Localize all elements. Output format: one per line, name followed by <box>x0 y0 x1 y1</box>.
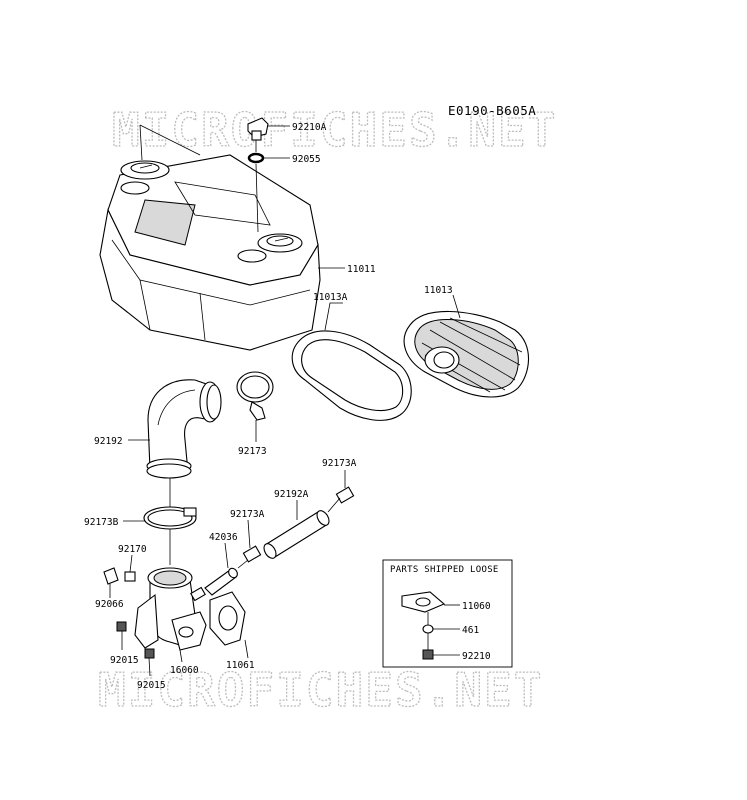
label-92173A-top: 92173A <box>322 458 357 469</box>
air-cleaner-housing <box>99 154 321 351</box>
label-42036: 42036 <box>209 532 238 543</box>
parts-box-title: PARTS SHIPPED LOOSE <box>390 565 499 575</box>
wing-nut-92210A <box>247 117 269 141</box>
washer-461 <box>422 624 434 634</box>
nut-92170 <box>124 571 136 582</box>
label-461: 461 <box>462 625 479 636</box>
clamp-92173B <box>143 506 197 530</box>
label-92055: 92055 <box>292 154 321 165</box>
clip-92173A-mid <box>242 545 262 563</box>
label-92173B: 92173B <box>84 517 119 528</box>
elbow-hose-92192 <box>146 379 222 479</box>
watermark-bottom: MICROFICHES.NET <box>98 663 543 717</box>
label-92192: 92192 <box>94 436 123 447</box>
clip-92173A-top <box>335 486 355 504</box>
label-16060: 16060 <box>170 665 199 676</box>
pre-filter-11013A <box>291 330 412 421</box>
label-92173: 92173 <box>238 446 267 457</box>
label-92015-b: 92015 <box>137 680 166 691</box>
label-92015-a: 92015 <box>110 655 139 666</box>
parts-shipped-loose-box <box>382 559 513 668</box>
label-11013A: 11013A <box>313 292 348 303</box>
nut-92015-b <box>144 648 155 659</box>
label-11060: 11060 <box>462 601 491 612</box>
pipe-42036 <box>204 567 238 596</box>
nut-92015-a <box>116 621 127 632</box>
air-filter-element-11013 <box>403 310 529 398</box>
label-92173A-mid: 92173A <box>230 509 265 520</box>
label-11061: 11061 <box>226 660 255 671</box>
stud-92066 <box>103 567 119 585</box>
gasket-11060 <box>401 591 446 613</box>
nut-92210 <box>422 649 434 660</box>
clamp-92173 <box>236 371 274 421</box>
gasket-11061 <box>209 591 246 646</box>
label-11013: 11013 <box>424 285 453 296</box>
hose-92192A <box>263 510 330 559</box>
diagram-code: E0190-B605A <box>448 103 536 118</box>
label-92192A: 92192A <box>274 489 309 500</box>
o-ring-92055 <box>247 152 265 164</box>
label-92066: 92066 <box>95 599 124 610</box>
label-92170: 92170 <box>118 544 147 555</box>
label-92210: 92210 <box>462 651 491 662</box>
intake-pipe-16060 <box>134 567 207 651</box>
label-92210A: 92210A <box>292 122 327 133</box>
label-11011: 11011 <box>347 264 376 275</box>
